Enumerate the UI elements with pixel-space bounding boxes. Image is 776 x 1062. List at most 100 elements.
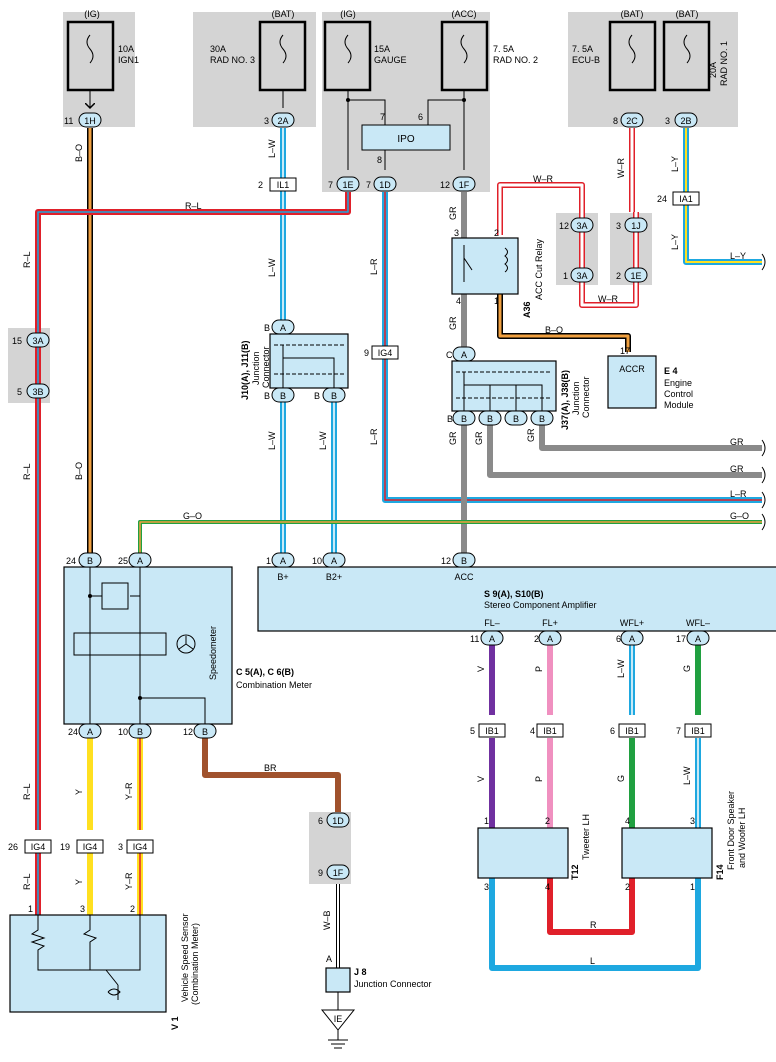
svg-text:C: C xyxy=(446,350,453,360)
svg-text:7. 5A: 7. 5A xyxy=(572,44,593,54)
svg-text:F14: F14 xyxy=(715,864,725,880)
svg-text:B: B xyxy=(461,556,467,566)
svg-text:2: 2 xyxy=(545,816,550,826)
svg-text:10: 10 xyxy=(312,556,322,566)
svg-text:1: 1 xyxy=(266,556,271,566)
svg-text:L: L xyxy=(590,956,595,966)
svg-text:25: 25 xyxy=(118,556,128,566)
svg-text:IE: IE xyxy=(334,1014,343,1024)
svg-text:L–Y: L–Y xyxy=(730,251,746,261)
svg-text:L–W: L–W xyxy=(616,659,626,678)
svg-text:A: A xyxy=(547,634,553,644)
connector-3a-3b: 3A 15 3B 5 xyxy=(12,332,50,399)
svg-text:ECU-B: ECU-B xyxy=(572,55,600,65)
svg-text:L–W: L–W xyxy=(682,766,692,785)
svg-text:5: 5 xyxy=(470,726,475,736)
ipo-module: IPO 7 6 8 xyxy=(346,90,466,170)
svg-text:L–W: L–W xyxy=(267,431,277,450)
connector-1d-1f: 1D 6 1F 9 xyxy=(318,812,350,880)
svg-text:3: 3 xyxy=(264,116,269,126)
svg-text:B: B xyxy=(202,727,208,737)
svg-text:Connector: Connector xyxy=(261,346,271,388)
svg-text:IG4: IG4 xyxy=(83,842,98,852)
svg-text:12: 12 xyxy=(440,180,450,190)
svg-text:15: 15 xyxy=(12,336,22,346)
svg-text:BR: BR xyxy=(264,763,277,773)
svg-text:(BAT): (BAT) xyxy=(272,9,295,19)
svg-text:4: 4 xyxy=(456,296,461,306)
svg-text:RAD NO. 3: RAD NO. 3 xyxy=(210,55,255,65)
tweeter-lh: 1 2 3 4 T12 Tweeter LH xyxy=(477,814,591,892)
svg-text:10: 10 xyxy=(118,727,128,737)
vehicle-speed-sensor: 1 3 2 V 1 Vehicle Speed Sensor (Combinat… xyxy=(9,904,200,1030)
svg-text:3: 3 xyxy=(118,842,123,852)
svg-text:30A: 30A xyxy=(210,44,226,54)
svg-text:7. 5A: 7. 5A xyxy=(493,44,514,54)
svg-text:C 5(A), C 6(B): C 5(A), C 6(B) xyxy=(236,667,294,677)
svg-text:Connector: Connector xyxy=(581,376,591,418)
svg-text:17: 17 xyxy=(620,346,630,356)
svg-text:26: 26 xyxy=(8,842,18,852)
svg-text:W–R: W–R xyxy=(616,158,626,179)
svg-text:B: B xyxy=(264,391,270,401)
svg-text:B: B xyxy=(137,727,143,737)
svg-text:9: 9 xyxy=(364,348,369,358)
svg-text:B: B xyxy=(487,414,493,424)
combination-meter: B 24 A 25 Speedometer C 5(A), C 6(B) Com… xyxy=(63,552,312,739)
svg-text:L–R: L–R xyxy=(369,428,379,445)
svg-text:3A: 3A xyxy=(32,336,43,346)
svg-text:V: V xyxy=(476,776,486,782)
svg-text:GR: GR xyxy=(526,428,536,442)
svg-text:(IG): (IG) xyxy=(84,9,100,19)
wire-labels: B–O B–O L–W L–W L–W L–W R–L R–L R–L R–L … xyxy=(22,139,749,966)
svg-text:IG4: IG4 xyxy=(133,842,148,852)
svg-text:Front Door Speaker: Front Door Speaker xyxy=(726,791,736,870)
svg-text:A: A xyxy=(461,350,467,360)
svg-text:IG4: IG4 xyxy=(378,348,393,358)
svg-text:A: A xyxy=(331,556,337,566)
svg-text:24: 24 xyxy=(68,727,78,737)
svg-text:P: P xyxy=(534,776,544,782)
acc-cut-relay: 3 2 4 1 A36 ACC Cut Relay xyxy=(451,228,544,318)
svg-text:6: 6 xyxy=(616,634,621,644)
svg-text:A: A xyxy=(695,634,701,644)
svg-text:R: R xyxy=(590,920,597,930)
svg-text:L–Y: L–Y xyxy=(670,234,680,250)
svg-text:1H: 1H xyxy=(84,116,96,126)
junction-connector-j37-j38: A C B B B B B J37(A), J38(B) Junction Co… xyxy=(446,346,591,430)
svg-text:B: B xyxy=(539,414,545,424)
svg-text:IA1: IA1 xyxy=(679,194,693,204)
svg-text:GR: GR xyxy=(474,431,484,445)
svg-text:GR: GR xyxy=(448,431,458,445)
svg-text:2: 2 xyxy=(534,634,539,644)
svg-text:4: 4 xyxy=(545,882,550,892)
svg-text:G–O: G–O xyxy=(183,511,202,521)
svg-text:6: 6 xyxy=(318,816,323,826)
fuse-ecu-b: (BAT) 7. 5A ECU-B xyxy=(572,9,657,92)
svg-text:11: 11 xyxy=(470,634,479,644)
svg-text:Control: Control xyxy=(664,389,693,399)
svg-text:B–O: B–O xyxy=(74,144,84,162)
svg-text:A: A xyxy=(280,556,286,566)
svg-text:B–O: B–O xyxy=(74,462,84,480)
svg-text:Combination Meter: Combination Meter xyxy=(236,680,312,690)
svg-text:6: 6 xyxy=(610,726,615,736)
svg-text:2: 2 xyxy=(494,228,499,238)
svg-text:4: 4 xyxy=(625,816,630,826)
svg-text:B: B xyxy=(314,391,320,401)
svg-text:2C: 2C xyxy=(626,116,638,126)
svg-text:B: B xyxy=(331,391,337,401)
svg-text:2: 2 xyxy=(625,882,630,892)
svg-text:3A: 3A xyxy=(576,221,587,231)
svg-text:R–L: R–L xyxy=(22,873,32,890)
svg-text:and Woofer LH: and Woofer LH xyxy=(737,808,747,868)
svg-text:IPO: IPO xyxy=(397,134,414,145)
svg-text:24: 24 xyxy=(657,194,667,204)
svg-text:ACC: ACC xyxy=(454,572,474,582)
svg-text:17: 17 xyxy=(676,634,686,644)
svg-text:Junction: Junction xyxy=(571,381,581,415)
svg-text:L–W: L–W xyxy=(267,258,277,277)
svg-text:1F: 1F xyxy=(333,868,344,878)
wire-continuation-marks xyxy=(761,253,766,531)
